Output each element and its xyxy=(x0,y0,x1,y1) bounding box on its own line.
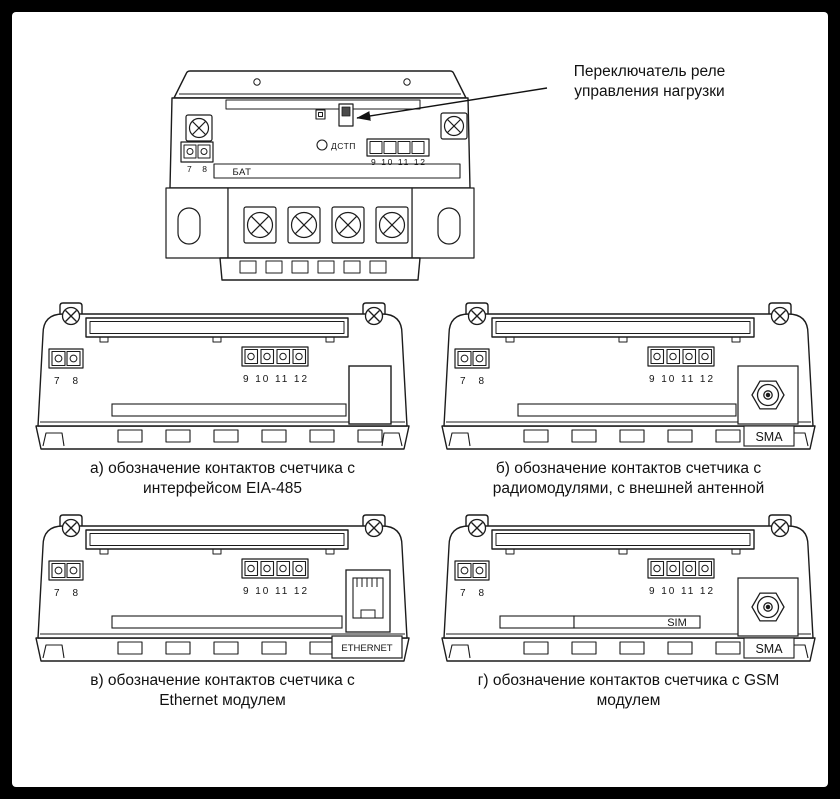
caption-b-line2: радиомодулями, с внешней антенной xyxy=(492,480,765,498)
terminal-numbers-left: 7 8 xyxy=(460,376,484,387)
main-left-terminal-numbers: 7 8 xyxy=(187,164,207,174)
terminal-numbers-left: 7 8 xyxy=(460,588,484,599)
sim-label: SIM xyxy=(667,617,687,629)
terminal-numbers-left: 7 8 xyxy=(54,588,78,599)
relay-switch-callout: Переключатель реле управления нагрузки xyxy=(532,62,767,102)
figure-panel: 7 8 9 10 11 12 ДСТП БАТ Переключатель ре… xyxy=(12,12,828,787)
sim-slot xyxy=(573,615,701,629)
caption-v: в) обозначение контактов счетчика с Ethe… xyxy=(30,671,415,712)
caption-b: б) обозначение контактов счетчика с ради… xyxy=(436,459,821,500)
load-relay-switch-icon xyxy=(338,103,354,127)
variant-v-block: 7 8 9 10 11 12 ETHERNET в) обозначение к… xyxy=(30,512,415,712)
caption-a-line1: а) обозначение контактов счетчика с xyxy=(90,460,355,477)
ethernet-label: ETHERNET xyxy=(341,643,392,654)
variant-a-block: 7 8 9 10 11 12 а) обозначение контактов … xyxy=(30,300,415,500)
meter-bottom-view-radio-sma: 7 8 9 10 11 12 SMA xyxy=(441,302,816,450)
caption-b-line1: б) обозначение контактов счетчика с xyxy=(495,460,762,477)
dstp-label: ДСТП xyxy=(331,141,356,151)
caption-g-line1: г) обозначение контактов счетчика с GSM xyxy=(477,672,780,689)
terminal-numbers-right: 9 10 11 12 xyxy=(649,374,713,385)
terminal-numbers-right: 9 10 11 12 xyxy=(243,586,307,597)
sma-label: SMA xyxy=(755,430,783,444)
callout-line2: управления нагрузки xyxy=(574,82,725,100)
battery-compartment xyxy=(213,163,461,179)
terminal-numbers-left: 7 8 xyxy=(54,376,78,387)
sma-label: SMA xyxy=(755,642,783,656)
meter-terminal-area-diagram: 7 8 9 10 11 12 ДСТП БАТ xyxy=(165,70,475,281)
callout-line1: Переключатель реле xyxy=(573,63,726,80)
terminal-screw-icon xyxy=(243,206,409,244)
main-right-terminal-numbers: 9 10 11 12 xyxy=(371,157,425,167)
screw-icon xyxy=(185,112,468,142)
caption-a: а) обозначение контактов счетчика с инте… xyxy=(30,459,415,500)
meter-bottom-view-gsm: 7 8 9 10 11 12 SIM SMA xyxy=(441,514,816,662)
meter-bottom-view-eia485: 7 8 9 10 11 12 xyxy=(35,302,410,450)
caption-g: г) обозначение контактов счетчика с GSM … xyxy=(436,671,821,712)
seal-button xyxy=(316,139,328,151)
meter-bottom-view-ethernet: 7 8 9 10 11 12 ETHERNET xyxy=(35,514,410,662)
caption-g-line2: модулем xyxy=(596,692,661,710)
callout-arrow xyxy=(356,87,548,121)
terminal-numbers-right: 9 10 11 12 xyxy=(243,374,307,385)
variant-b-block: 7 8 9 10 11 12 SMA б) обозначение контак… xyxy=(436,300,821,500)
caption-v-line2: Ethernet модулем xyxy=(159,692,286,710)
variant-g-block: 7 8 9 10 11 12 SIM SMA г) обозначение ко… xyxy=(436,512,821,712)
caption-a-line2: интерфейсом EIA-485 xyxy=(143,480,302,498)
caption-v-line1: в) обозначение контактов счетчика с xyxy=(90,672,355,689)
terminal-numbers-right: 9 10 11 12 xyxy=(649,586,713,597)
battery-label: БАТ xyxy=(233,167,252,178)
